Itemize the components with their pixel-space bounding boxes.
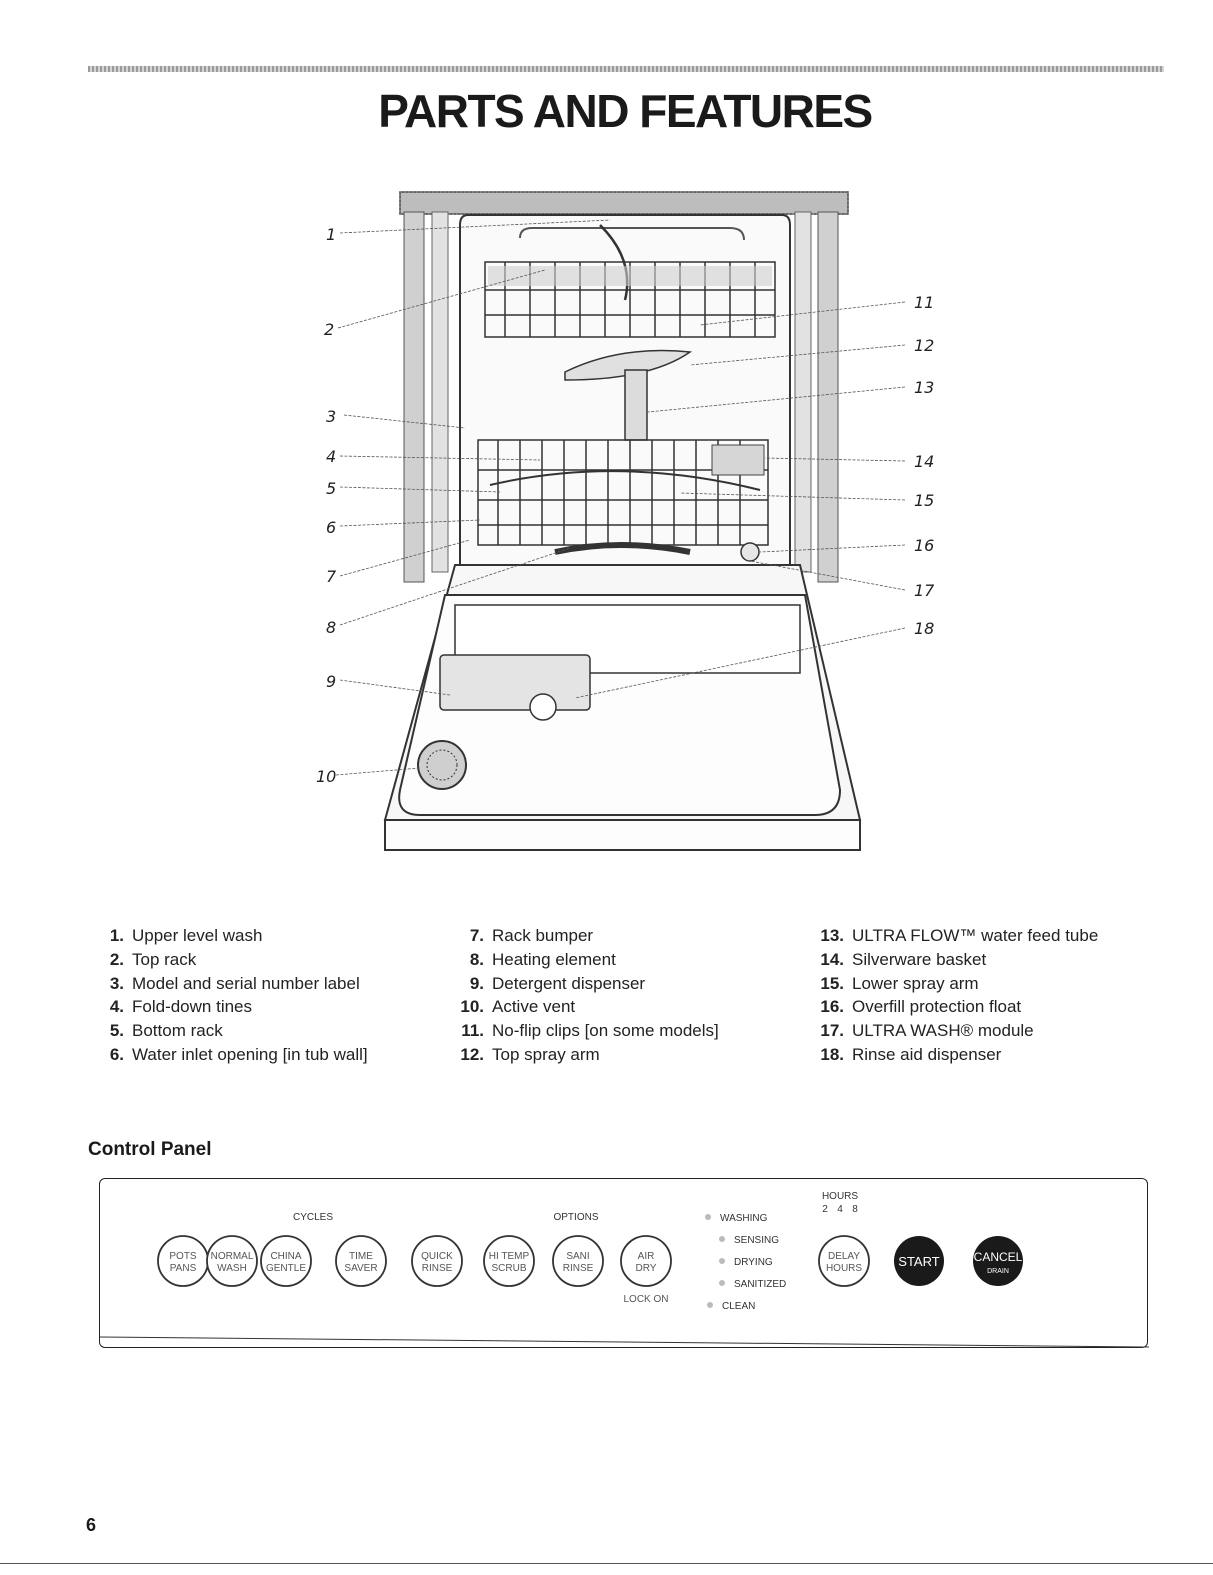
clean-light-icon bbox=[707, 1302, 713, 1308]
list-item: 1.Upper level wash bbox=[109, 926, 263, 945]
callout-16: 16 bbox=[914, 536, 934, 555]
washing-light-icon bbox=[705, 1214, 711, 1220]
list-item: 11.No-flip clips [on some models] bbox=[461, 1021, 719, 1041]
cancel-drain-button[interactable]: CANCEL DRAIN bbox=[973, 1236, 1023, 1286]
top-rule bbox=[88, 66, 1164, 72]
callout-18: 18 bbox=[914, 619, 934, 638]
page-number: 6 bbox=[86, 1515, 97, 1535]
list-item: 2.Top rack bbox=[109, 949, 197, 969]
list-item: 7.Rack bumper bbox=[469, 926, 594, 945]
hours-8: 8 bbox=[852, 1204, 858, 1215]
list-item: 4.Fold-down tines bbox=[109, 997, 253, 1017]
list-item: 14.Silverware basket bbox=[820, 949, 987, 969]
status-sanitized: SANITIZED bbox=[734, 1279, 786, 1290]
svg-text:PANS: PANS bbox=[170, 1263, 197, 1274]
list-item: 15.Lower spray arm bbox=[820, 973, 979, 993]
list-item: 5.Bottom rack bbox=[109, 1021, 223, 1041]
svg-text:SANI: SANI bbox=[566, 1251, 589, 1262]
list-item: 6.Water inlet opening [in tub wall] bbox=[109, 1044, 368, 1064]
svg-text:DRAIN: DRAIN bbox=[987, 1268, 1009, 1275]
option-button-hi-temp-scrub[interactable]: HI TEMP SCRUB bbox=[483, 1235, 535, 1287]
svg-text:AIR: AIR bbox=[638, 1251, 655, 1262]
parts-list-column-1: 1.Upper level wash 2.Top rack 3.Model an… bbox=[96, 924, 368, 1067]
drying-light-icon bbox=[719, 1258, 725, 1264]
dishwasher-diagram: 1 2 3 4 5 6 7 8 9 10 11 12 13 14 15 16 1… bbox=[316, 191, 935, 851]
cycle-button-china-gentle[interactable]: CHINA GENTLE bbox=[260, 1235, 312, 1287]
page-title: PARTS AND FEATURES bbox=[378, 85, 873, 137]
hours-label: HOURS bbox=[822, 1191, 858, 1202]
callout-17: 17 bbox=[914, 581, 935, 600]
svg-text:TIME: TIME bbox=[349, 1251, 373, 1262]
status-drying: DRYING bbox=[734, 1257, 773, 1268]
list-item: 8.Heating element bbox=[469, 949, 616, 969]
status-sensing: SENSING bbox=[734, 1235, 779, 1246]
svg-text:QUICK: QUICK bbox=[421, 1251, 453, 1262]
sensing-light-icon bbox=[719, 1236, 725, 1242]
bottom-rule bbox=[0, 1563, 1213, 1564]
list-item: 9.Detergent dispenser bbox=[469, 973, 646, 993]
callout-1: 1 bbox=[326, 225, 336, 244]
svg-text:RINSE: RINSE bbox=[422, 1263, 453, 1274]
status-washing: WASHING bbox=[720, 1213, 768, 1224]
control-panel: CYCLES OPTIONS POTS PANS NORMAL WASH CHI… bbox=[99, 1178, 1149, 1348]
callout-7: 7 bbox=[326, 567, 337, 586]
callout-12: 12 bbox=[914, 336, 934, 355]
svg-text:START: START bbox=[898, 1254, 939, 1269]
callout-11: 11 bbox=[914, 293, 934, 312]
status-clean: CLEAN bbox=[722, 1301, 755, 1312]
list-item: 16.Overfill protection float bbox=[820, 997, 1022, 1017]
svg-text:WASH: WASH bbox=[217, 1263, 247, 1274]
svg-text:DRY: DRY bbox=[636, 1263, 657, 1274]
hours-2: 2 bbox=[822, 1204, 828, 1215]
cycle-button-normal-wash[interactable]: NORMAL WASH bbox=[206, 1235, 258, 1287]
callout-9: 9 bbox=[326, 672, 336, 691]
lock-on-label: LOCK ON bbox=[623, 1294, 668, 1305]
parts-list-column-2: 7.Rack bumper 8.Heating element 9.Deterg… bbox=[452, 924, 719, 1067]
svg-text:HI TEMP: HI TEMP bbox=[489, 1251, 530, 1262]
parts-list-column-3: 13.ULTRA FLOW™ water feed tube 14.Silver… bbox=[812, 924, 1098, 1067]
option-button-sani-rinse[interactable]: SANI RINSE bbox=[552, 1235, 604, 1287]
svg-text:GENTLE: GENTLE bbox=[266, 1263, 306, 1274]
list-item: 13.ULTRA FLOW™ water feed tube bbox=[820, 926, 1099, 945]
callout-8: 8 bbox=[326, 618, 336, 637]
svg-text:CHINA: CHINA bbox=[270, 1251, 301, 1262]
svg-text:CANCEL: CANCEL bbox=[974, 1250, 1023, 1264]
cycle-button-time-saver[interactable]: TIME SAVER bbox=[335, 1235, 387, 1287]
svg-text:RINSE: RINSE bbox=[563, 1263, 594, 1274]
svg-text:SCRUB: SCRUB bbox=[491, 1263, 526, 1274]
svg-text:SAVER: SAVER bbox=[344, 1263, 377, 1274]
list-item: 3.Model and serial number label bbox=[109, 973, 360, 993]
cycle-button-pots-pans[interactable]: POTS PANS bbox=[157, 1235, 209, 1287]
list-item: 17.ULTRA WASH® module bbox=[820, 1021, 1034, 1041]
option-button-air-dry[interactable]: AIR DRY bbox=[620, 1235, 672, 1287]
svg-text:DELAY: DELAY bbox=[828, 1251, 860, 1262]
control-panel-heading: Control Panel bbox=[88, 1139, 212, 1160]
svg-text:HOURS: HOURS bbox=[826, 1263, 862, 1274]
control-panel-art: CYCLES OPTIONS POTS PANS NORMAL WASH CHI… bbox=[100, 1191, 1149, 1348]
cycles-label: CYCLES bbox=[293, 1212, 333, 1223]
callout-10: 10 bbox=[316, 767, 336, 786]
callout-15: 15 bbox=[914, 491, 934, 510]
callout-4: 4 bbox=[326, 447, 336, 466]
sanitized-light-icon bbox=[719, 1280, 725, 1286]
callout-14: 14 bbox=[914, 452, 934, 471]
start-button[interactable]: START bbox=[894, 1236, 944, 1286]
svg-text:NORMAL: NORMAL bbox=[211, 1251, 254, 1262]
list-item: 18.Rinse aid dispenser bbox=[820, 1044, 1002, 1064]
callout-5: 5 bbox=[326, 479, 336, 498]
list-item: 10.Active vent bbox=[460, 997, 576, 1017]
callout-13: 13 bbox=[914, 378, 934, 397]
list-item: 12.Top spray arm bbox=[460, 1044, 600, 1064]
delay-hours-button[interactable]: DELAY HOURS bbox=[818, 1235, 870, 1287]
hours-4: 4 bbox=[837, 1204, 843, 1215]
callout-6: 6 bbox=[326, 518, 336, 537]
options-label: OPTIONS bbox=[553, 1212, 598, 1223]
svg-text:POTS: POTS bbox=[169, 1251, 197, 1262]
callout-2: 2 bbox=[324, 320, 334, 339]
cycle-button-quick-rinse[interactable]: QUICK RINSE bbox=[411, 1235, 463, 1287]
callout-3: 3 bbox=[326, 407, 336, 426]
